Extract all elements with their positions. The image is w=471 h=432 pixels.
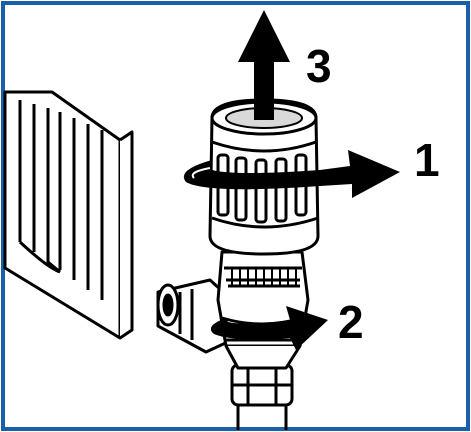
rotation-arrow-2-icon xyxy=(210,306,328,350)
step-label-3: 3 xyxy=(306,40,332,92)
step-label-1: 1 xyxy=(414,134,440,186)
radiator-icon xyxy=(3,90,134,340)
pull-up-arrow-3-icon xyxy=(238,10,290,120)
step-label-2: 2 xyxy=(338,296,364,348)
pipe-icon xyxy=(230,363,294,430)
rotation-arrow-1-icon xyxy=(183,150,400,198)
valve-connector-icon xyxy=(156,278,234,354)
